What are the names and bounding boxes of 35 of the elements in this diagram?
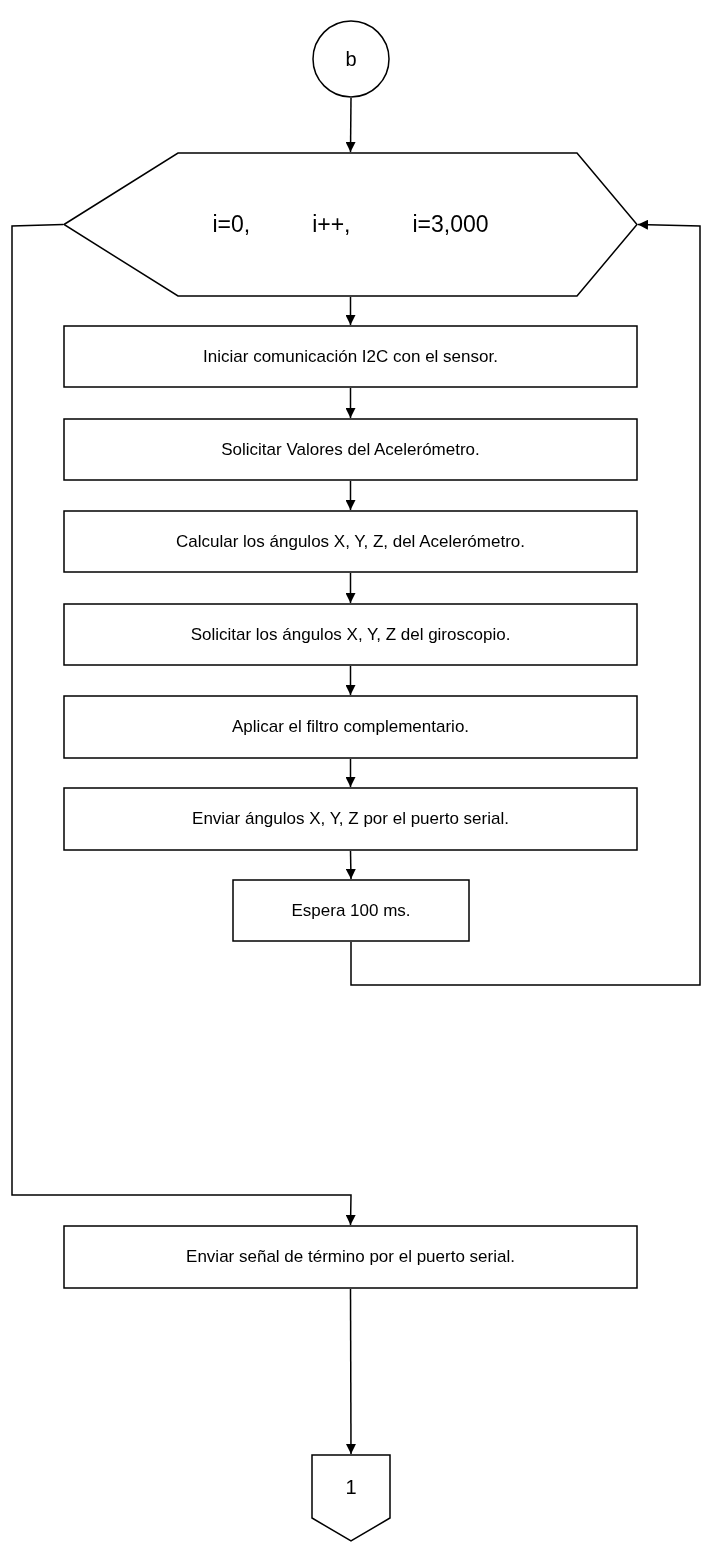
node-label: Iniciar comunicación I2C con el sensor.: [203, 345, 498, 368]
node-label: i=0,: [212, 210, 251, 240]
process-box: [63, 603, 638, 666]
process-box: [232, 879, 470, 942]
process-box: [63, 695, 638, 759]
loop-hexagon: [63, 152, 638, 297]
node-label: 1: [345, 1475, 357, 1500]
node-label: Enviar señal de término por el puerto serial.: [186, 1246, 515, 1269]
arrow: [345, 665, 356, 696]
node-label: Espera 100 ms.: [291, 899, 411, 922]
process-box: [63, 787, 638, 851]
node-label: Solicitar los ángulos X, Y, Z del giroscopio.: [190, 623, 511, 646]
node-label: i++,: [312, 210, 351, 240]
node-label: Aplicar el filtro complementario.: [231, 716, 470, 739]
off-page-connector: [311, 1454, 391, 1542]
arrow: [345, 387, 356, 419]
process-box: [63, 418, 638, 481]
arrow: [345, 850, 356, 880]
arrow: [345, 97, 356, 153]
arrow: [345, 1288, 356, 1455]
connector-circle: [312, 20, 390, 98]
arrow: [345, 758, 356, 788]
process-box: [63, 1225, 638, 1289]
node-label: Calcular los ángulos X, Y, Z, del Acelerómetro.: [176, 530, 525, 553]
node-label: Solicitar Valores del Acelerómetro.: [221, 438, 480, 461]
arrow: [350, 219, 701, 986]
arrow: [345, 572, 356, 604]
node-label: b: [345, 47, 357, 72]
node-label: Enviar ángulos X, Y, Z por el puerto serial.: [192, 808, 509, 831]
process-box: [63, 510, 638, 573]
arrow: [345, 296, 356, 326]
arrow: [345, 480, 356, 511]
process-box: [63, 325, 638, 388]
arrow: [11, 223, 356, 1226]
node-label: i=3,000: [412, 210, 489, 240]
